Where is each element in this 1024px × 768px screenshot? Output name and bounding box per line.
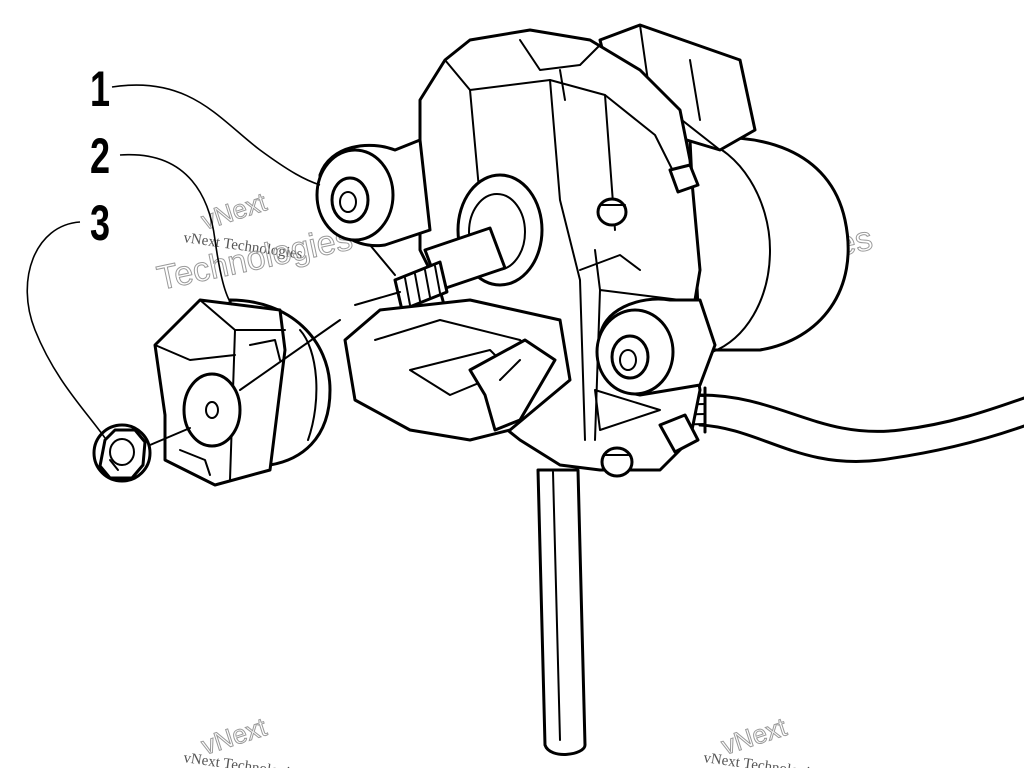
cam-bushing	[153, 298, 332, 487]
pivot-bushing-bottom	[595, 297, 717, 397]
callout-label-2: 2	[90, 128, 111, 184]
callout-label-1: 1	[90, 61, 111, 117]
leader-line-3	[26, 221, 106, 439]
lever-arm	[536, 468, 587, 756]
screw-lower	[600, 413, 700, 478]
screw-upper	[596, 163, 700, 227]
motor-cylinder	[688, 136, 850, 353]
leader-line-1	[111, 84, 321, 186]
flange-nut	[92, 423, 152, 483]
leader-line-2	[119, 153, 233, 306]
cable	[659, 386, 1024, 463]
callout-label-3: 3	[90, 195, 111, 251]
watermark-text: vNext Technologies	[702, 750, 823, 768]
assembly-axis-line	[149, 244, 401, 446]
watermark-bottom-left: vNext vNext Technologies	[182, 711, 303, 768]
mounting-plate	[343, 298, 572, 442]
leader-lines	[26, 84, 321, 439]
watermark-text: vNext Technologies	[182, 750, 303, 768]
pivot-bushing-top	[315, 138, 432, 248]
watermark-bottom-right: vNext vNext Technologies	[702, 711, 823, 768]
